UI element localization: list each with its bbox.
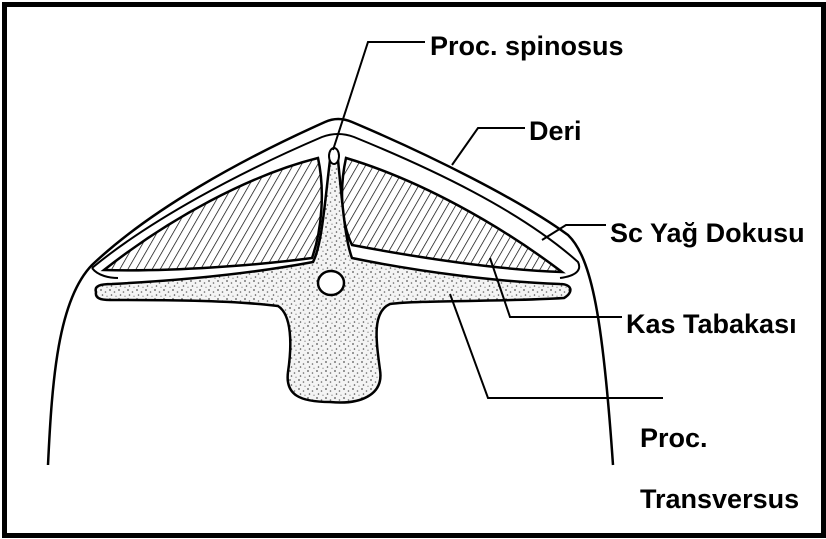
leader-deri: [452, 128, 525, 165]
label-proc-transversus-line2: Transversus: [640, 484, 799, 514]
right-muscle-layer: [342, 158, 562, 272]
label-deri: Deri: [529, 116, 582, 146]
label-proc-spinosus: Proc. spinosus: [430, 31, 624, 61]
label-sc-yag-dokusu: Sc Yağ Dokusu: [610, 218, 805, 248]
leader-sc-yag-dokusu: [542, 225, 606, 240]
label-kas-tabakasi: Kas Tabakası: [626, 309, 797, 339]
left-muscle-layer: [104, 158, 322, 270]
spinal-canal: [318, 271, 344, 295]
spinous-process-tip: [329, 148, 339, 164]
label-proc-transversus-line1: Proc.: [640, 423, 708, 453]
